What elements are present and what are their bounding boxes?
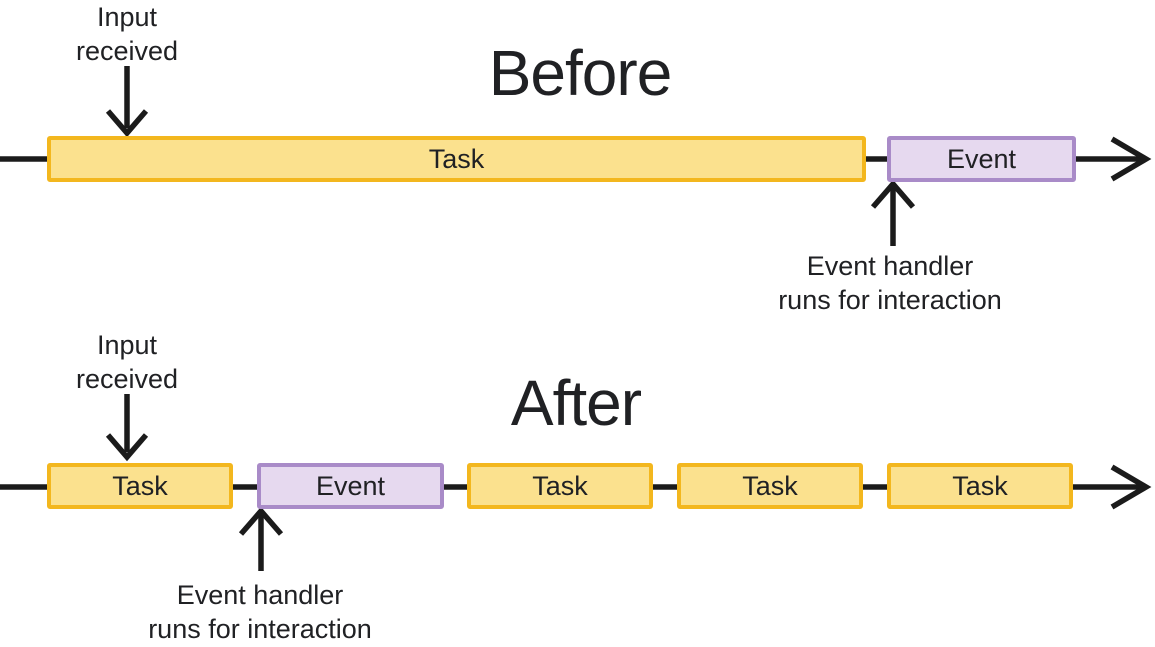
input-received-line1: Input — [96, 2, 158, 32]
event-handler-line1: Event handler — [176, 580, 344, 610]
after-task-bar-4: Task — [887, 463, 1073, 509]
before-event-handler-label: Event handler runs for interaction — [757, 249, 1023, 317]
before-event-box: Event — [887, 136, 1076, 182]
before-task-bar: Task — [47, 136, 866, 182]
input-received-line2: received — [75, 36, 179, 66]
input-received-line2: received — [75, 364, 179, 394]
before-input-received-label: Input received — [37, 0, 217, 68]
after-event-handler-up-arrow-icon — [238, 506, 284, 571]
after-input-down-arrow-icon — [105, 394, 149, 462]
input-received-line1: Input — [96, 330, 158, 360]
event-handler-line2: runs for interaction — [778, 285, 1002, 315]
after-title: After — [510, 367, 642, 439]
before-title: Before — [488, 37, 673, 109]
after-event-box: Event — [257, 463, 444, 509]
after-task-bar-3: Task — [677, 463, 863, 509]
before-event-handler-up-arrow-icon — [870, 179, 916, 246]
event-handler-line2: runs for interaction — [148, 614, 372, 644]
before-input-down-arrow-icon — [105, 66, 149, 138]
after-event-handler-label: Event handler runs for interaction — [127, 578, 393, 646]
event-handler-line1: Event handler — [806, 251, 974, 281]
after-input-received-label: Input received — [37, 328, 217, 396]
after-task-bar-2: Task — [467, 463, 653, 509]
after-task-bar-1: Task — [47, 463, 233, 509]
